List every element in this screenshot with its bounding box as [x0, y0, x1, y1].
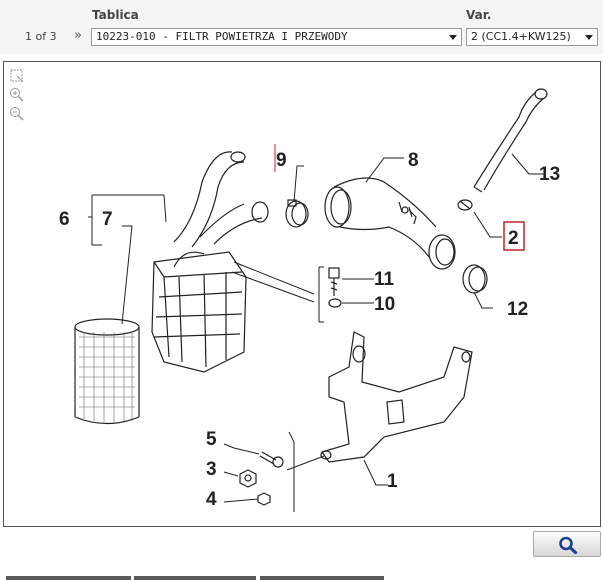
diagram-drawing: 6 7 9 8 13 2 11 10 12 1 5 3 4: [59, 88, 560, 512]
callout-highlight-box: [503, 221, 525, 251]
bottom-tab-strip: [0, 576, 603, 580]
callout-10[interactable]: 10: [374, 294, 395, 315]
bottom-tab[interactable]: [6, 576, 131, 580]
breather-hose-13: [473, 88, 548, 193]
clamp-2: [457, 199, 473, 211]
bottom-tab[interactable]: [260, 576, 384, 580]
top-bar: Tablica Var. 1 of 3 » 10223-010 - FILTR …: [0, 0, 603, 54]
callout-4[interactable]: 4: [206, 489, 217, 510]
callout-5[interactable]: 5: [206, 429, 217, 450]
callout-13[interactable]: 13: [539, 164, 560, 185]
group-label: Tablica: [92, 8, 139, 22]
zoom-in-icon[interactable]: [9, 87, 25, 103]
hose-clamp-12: [462, 264, 488, 294]
callout-12[interactable]: 12: [507, 299, 528, 320]
chevron-down-icon: [449, 35, 457, 40]
callout-11[interactable]: 11: [374, 269, 395, 290]
callout-2[interactable]: 2: [508, 228, 519, 249]
variant-select[interactable]: 2 (CC1.4+KW125): [466, 28, 598, 46]
magnifier-icon: [559, 536, 578, 554]
callout-8[interactable]: 8: [408, 150, 419, 171]
callout-6[interactable]: 6: [59, 209, 70, 230]
pager-text: 1 of 3: [25, 30, 57, 43]
bolt-5: [259, 451, 284, 468]
next-page-button[interactable]: »: [74, 28, 82, 43]
filter-cartridge: [74, 318, 140, 425]
hose-clamp-9: [285, 199, 309, 228]
intake-pipe-8: [324, 177, 456, 270]
nut-3: [239, 469, 257, 488]
zoom-button[interactable]: [533, 531, 601, 557]
group-select-value: 10223-010 - FILTR POWIETRZA I PRZEWODY: [96, 30, 348, 43]
parts-diagram[interactable]: 6 7 9 8 13 2 11 10 12 1 5 3 4: [3, 61, 601, 527]
chevron-down-icon: [585, 35, 593, 40]
variant-label: Var.: [466, 8, 492, 22]
callout-9[interactable]: 9: [276, 150, 287, 171]
nut-4: [257, 492, 271, 506]
callout-1[interactable]: 1: [387, 471, 398, 492]
group-select[interactable]: 10223-010 - FILTR POWIETRZA I PRZEWODY: [91, 28, 462, 46]
callout-3[interactable]: 3: [206, 459, 217, 480]
variant-select-value: 2 (CC1.4+KW125): [471, 30, 571, 43]
bolt-11: [328, 267, 340, 296]
washer-10: [328, 298, 342, 308]
callout-7[interactable]: 7: [102, 209, 113, 230]
select-area-icon[interactable]: [9, 68, 25, 84]
bottom-tab[interactable]: [134, 576, 256, 580]
mounting-bracket-1: [320, 331, 473, 463]
leader-lines: [88, 153, 545, 512]
air-filter-housing: [151, 151, 269, 373]
zoom-out-icon[interactable]: [9, 106, 25, 122]
